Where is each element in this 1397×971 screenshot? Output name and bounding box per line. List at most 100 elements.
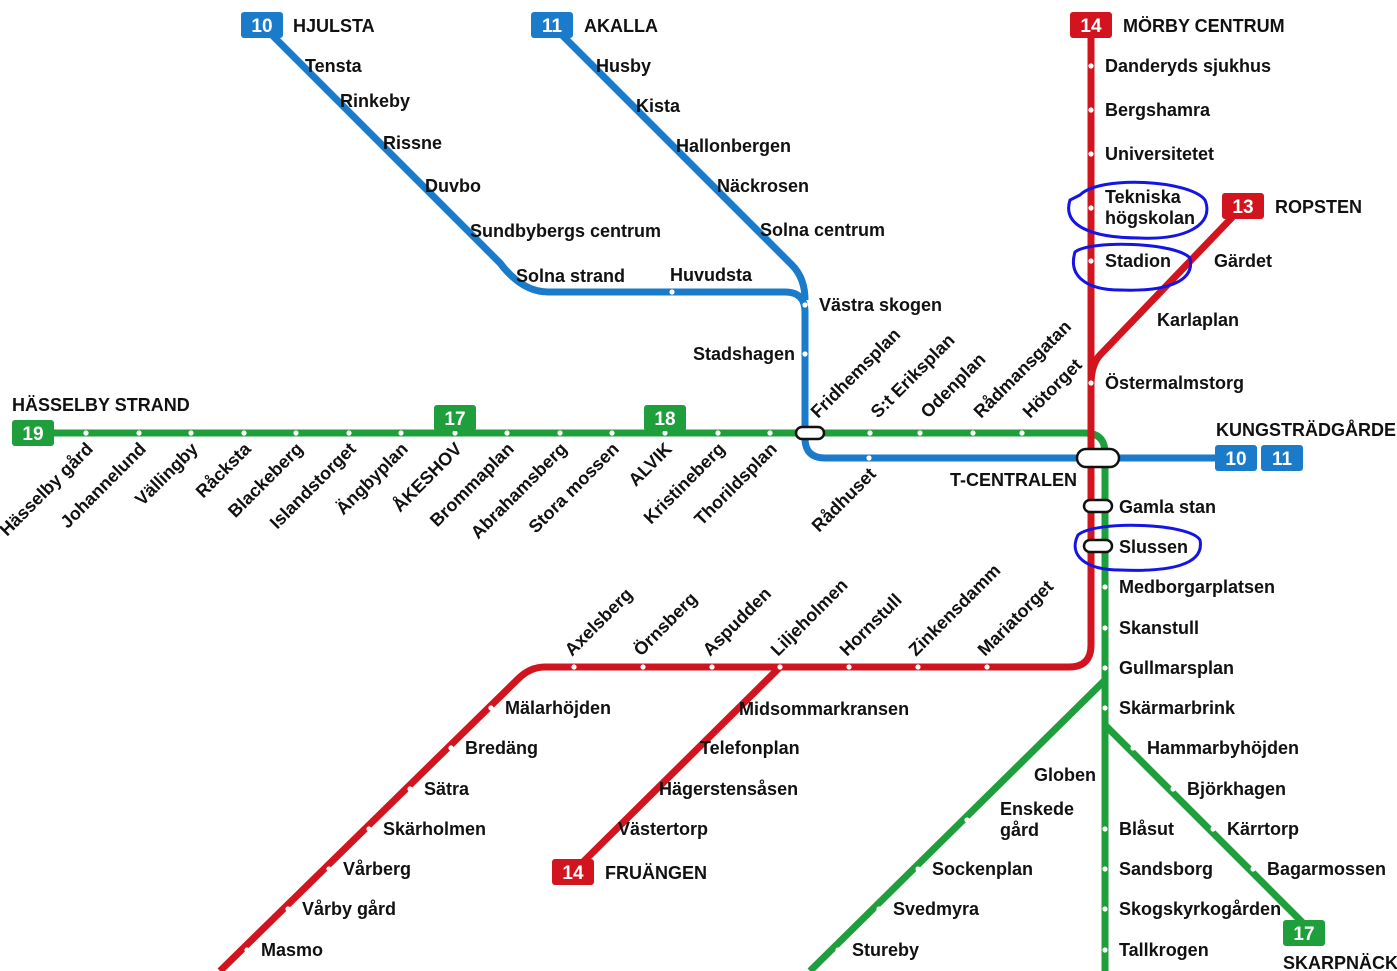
station-tallkrogen[interactable]: Tallkrogen [1102,940,1209,960]
interchange-marker [1082,538,1114,554]
station-solna-centrum[interactable]: Solna centrum [743,220,885,240]
station-husby[interactable]: Husby [579,56,651,76]
station-stadshagen[interactable]: Stadshagen [693,344,808,364]
t-centralen-interchange[interactable] [1075,447,1121,469]
station-alvik[interactable]: ALVIK [624,430,676,490]
station-stadion[interactable]: Stadion [1088,251,1171,271]
station-dot [609,430,615,436]
station-hallonbergen[interactable]: Hallonbergen [659,136,791,156]
station-dot [640,664,646,670]
station-globen[interactable]: Globen [1017,765,1096,785]
station-gamla-stan[interactable]: Gamla stan [1082,497,1216,517]
station-gullmarsplan[interactable]: Gullmarsplan [1102,658,1234,678]
station-skärholmen[interactable]: Skärholmen [366,819,486,839]
station-skanstull[interactable]: Skanstull [1102,618,1199,638]
station-label: Björkhagen [1187,779,1286,799]
station-skogskyrkogården[interactable]: Skogskyrkogården [1102,899,1281,919]
station-label: Skärmarbrink [1119,698,1236,718]
station-dot [1210,826,1216,832]
station-kärrtorp[interactable]: Kärrtorp [1210,819,1299,839]
station-bredäng[interactable]: Bredäng [448,738,538,758]
station-näckrosen[interactable]: Näckrosen [700,176,809,196]
line-badge-17[interactable]: 17 [1283,920,1325,946]
station-danderyds-sjukhus[interactable]: Danderyds sjukhus [1088,56,1271,76]
station-aspudden[interactable]: Aspudden [699,583,775,670]
line-badge-18[interactable]: 18 [644,405,686,431]
line-badge-17[interactable]: 17 [434,405,476,431]
station-hornstull[interactable]: Hornstull [836,590,906,670]
station-duvbo[interactable]: Duvbo [408,176,481,196]
station-universitetet[interactable]: Universitetet [1088,144,1214,164]
station-stureby[interactable]: Stureby [835,940,919,960]
line-badge-10[interactable]: 10 [241,12,283,38]
station-västra-skogen[interactable]: Västra skogen [802,295,942,315]
station-örnsberg[interactable]: Örnsberg [630,588,701,670]
station-slussen[interactable]: Slussen [1082,537,1188,557]
station-kista[interactable]: Kista [619,96,681,116]
station-label: Hässelby gård [0,439,97,540]
line-badge-14[interactable]: 14 [552,859,594,885]
line-badge-10[interactable]: 10 [1215,445,1257,471]
station-label: Vårberg [343,859,411,879]
station-hammarbyhöjden[interactable]: Hammarbyhöjden [1130,738,1299,758]
station-label: Gamla stan [1119,497,1216,517]
station-label: Skogskyrkogården [1119,899,1281,919]
station-hässelby-gård[interactable]: Hässelby gård [0,430,97,540]
station-masmo[interactable]: Masmo [244,940,323,960]
station-sundbybergs-centrum[interactable]: Sundbybergs centrum [453,221,661,241]
station-björkhagen[interactable]: Björkhagen [1170,779,1286,799]
station-sockenplan[interactable]: Sockenplan [915,859,1033,879]
station-label: Solna strand [516,266,625,286]
station-sätra[interactable]: Sätra [407,779,470,799]
station-label: Slussen [1119,537,1188,557]
station-bagarmossen[interactable]: Bagarmossen [1250,859,1386,879]
line-badge-13[interactable]: 13 [1222,193,1264,219]
station-solna-strand[interactable]: Solna strand [499,266,625,286]
station-vårby-gård[interactable]: Vårby gård [285,899,396,919]
station-vällingby[interactable]: Vällingby [131,430,202,509]
station-blåsut[interactable]: Blåsut [1102,819,1174,839]
station-telefonplan[interactable]: Telefonplan [683,738,800,758]
line-badge-11[interactable]: 11 [1261,445,1303,471]
station-huvudsta[interactable]: Huvudsta [669,265,753,295]
station-fridhemsplan[interactable]: Fridhemsplan [794,324,904,441]
station-dot [802,302,808,308]
station-gärdet[interactable]: Gärdet [1197,251,1272,271]
line-badge-19[interactable]: 19 [12,420,54,446]
station-västertorp[interactable]: Västertorp [601,819,708,839]
station-vårberg[interactable]: Vårberg [326,859,411,879]
station-johannelund[interactable]: Johannelund [56,430,150,532]
station-axelsberg[interactable]: Axelsberg [561,584,637,670]
station-thorildsplan[interactable]: Thorildsplan [690,430,781,529]
station-sandsborg[interactable]: Sandsborg [1102,859,1213,879]
line-badge-11[interactable]: 11 [531,12,573,38]
badge-number: 10 [251,16,272,37]
station-hägerstensåsen[interactable]: Hägerstensåsen [642,779,798,799]
station-dot [722,706,728,712]
station-medborgarplatsen[interactable]: Medborgarplatsen [1102,577,1275,597]
station-midsommarkransen[interactable]: Midsommarkransen [722,699,909,719]
station-bergshamra[interactable]: Bergshamra [1088,100,1211,120]
station-dot [662,430,668,436]
station-rissne[interactable]: Rissne [366,133,442,153]
station-svedmyra[interactable]: Svedmyra [876,899,980,919]
station-mälarhöjden[interactable]: Mälarhöjden [488,698,611,718]
station-skärmarbrink[interactable]: Skärmarbrink [1102,698,1236,718]
line-badge-14[interactable]: 14 [1070,12,1112,38]
interchange-marker [794,425,826,441]
station-tensta[interactable]: Tensta [288,56,363,76]
station-östermalmstorg[interactable]: Östermalmstorg [1088,373,1244,393]
station-rinkeby[interactable]: Rinkeby [323,91,410,111]
station-liljeholmen[interactable]: Liljeholmen [767,575,852,670]
station-rådhuset[interactable]: Rådhuset [808,455,880,536]
badge-number: 19 [22,424,43,445]
station-dot [915,866,921,872]
station-label: Sundbybergs centrum [470,221,661,241]
station-dot [709,664,715,670]
station-label: Sätra [424,779,470,799]
station-dot [1102,584,1108,590]
station-karlaplan[interactable]: Karlaplan [1140,310,1239,330]
station-dot [1088,258,1094,264]
